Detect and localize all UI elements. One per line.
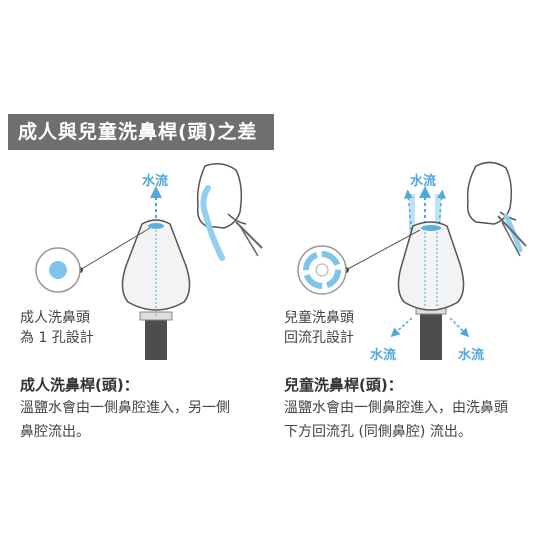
child-nose-icon bbox=[466, 161, 527, 257]
child-nozzle-tip bbox=[397, 221, 465, 311]
adult-caption-line1: 成人洗鼻頭 bbox=[20, 310, 90, 326]
child-flow-label-top: 水流 bbox=[410, 174, 437, 189]
adult-hole bbox=[148, 223, 164, 229]
child-desc-line2: 下方回流孔 (同側鼻腔) 流出。 bbox=[284, 424, 472, 440]
adult-caption-line2: 為 1 孔設計 bbox=[20, 330, 94, 346]
section-title: 成人與兒童洗鼻桿(頭)之差異 bbox=[8, 114, 274, 179]
child-return-arrow-right bbox=[449, 317, 470, 338]
child-pipe bbox=[420, 312, 442, 360]
adult-desc-line1: 溫鹽水會由一側鼻腔進入，另一側 bbox=[20, 400, 230, 416]
child-caption-line1: 兒童洗鼻頭 bbox=[284, 310, 354, 326]
child-nozzle-top-view bbox=[297, 245, 347, 295]
adult-desc-line2: 鼻腔流出。 bbox=[20, 424, 90, 440]
child-caption-line2: 回流孔設計 bbox=[284, 330, 354, 346]
adult-nose-icon bbox=[196, 163, 263, 261]
adult-heading: 成人洗鼻桿(頭)： bbox=[20, 376, 139, 394]
child-desc-line1: 溫鹽水會由一側鼻腔進入，由洗鼻頭 bbox=[284, 400, 508, 416]
child-flow-label-right: 水流 bbox=[458, 348, 485, 363]
adult-nozzle-tip bbox=[121, 219, 191, 311]
child-flow-arrow-left bbox=[403, 189, 413, 237]
child-flow-label-left: 水流 bbox=[370, 348, 397, 363]
adult-nozzle-illustration bbox=[35, 163, 263, 360]
adult-flow-label: 水流 bbox=[142, 174, 169, 189]
child-heading: 兒童洗鼻桿(頭)： bbox=[284, 376, 403, 394]
child-nozzle-illustration bbox=[297, 161, 527, 360]
adult-pipe bbox=[145, 318, 167, 360]
child-return-arrow-left bbox=[390, 317, 413, 337]
